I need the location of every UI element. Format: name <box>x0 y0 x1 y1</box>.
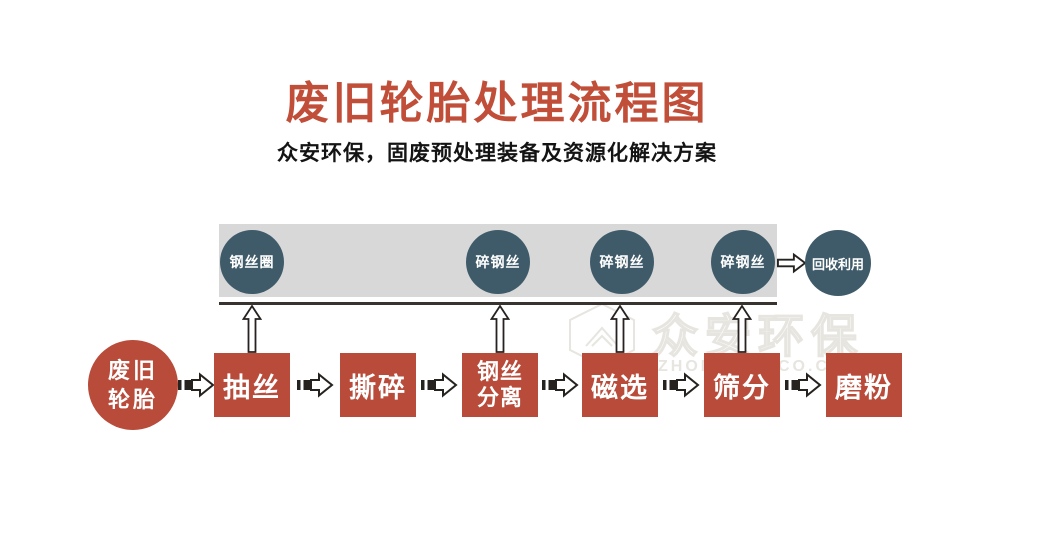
flow-arrow-icon-6 <box>785 372 822 398</box>
band-circle-label: 碎钢丝 <box>720 254 766 270</box>
flow-arrow-icon-3 <box>421 372 458 398</box>
step-label: 抽丝 <box>223 372 281 403</box>
header: 废旧轮胎处理流程图 众安环保，固废预处理装备及资源化解决方案 <box>0 80 994 167</box>
flow-step-wire-drawing-box: 抽丝 <box>214 353 290 417</box>
recycle-circle: 回收利用 <box>805 230 871 296</box>
step-label-line1: 钢丝 <box>476 359 523 384</box>
up-arrow-icon-2 <box>490 305 510 353</box>
flow-arrow-icon-2 <box>297 372 334 398</box>
up-arrow-icon-1 <box>242 305 262 353</box>
flow-step-wire-separation-box: 钢丝 分离 <box>462 353 538 417</box>
source-label-line2: 轮胎 <box>107 387 158 412</box>
source-label-line1: 废旧 <box>107 358 158 383</box>
step-label-line2: 分离 <box>476 385 523 410</box>
flow-arrow-icon-5 <box>663 372 700 398</box>
step-label: 磨粉 <box>835 372 893 403</box>
flow-arrow-icon-1 <box>178 372 215 398</box>
flow-step-screening-box: 筛分 <box>704 353 780 417</box>
page-subtitle: 众安环保，固废预处理装备及资源化解决方案 <box>277 141 717 165</box>
band-circle-label: 碎钢丝 <box>475 254 521 270</box>
flow-step-grinding-box: 磨粉 <box>826 353 902 417</box>
band-circle-label: 钢丝圈 <box>229 254 275 270</box>
band-circle-scrap-wire-1: 碎钢丝 <box>466 230 530 294</box>
up-arrow-icon-3 <box>610 305 630 353</box>
band-circle-scrap-wire-2: 碎钢丝 <box>590 230 654 294</box>
up-arrow-icon-4 <box>732 305 752 353</box>
flow-arrow-icon-4 <box>542 372 579 398</box>
band-circle-steel-wire-ring: 钢丝圈 <box>220 230 284 294</box>
band-circle-scrap-wire-3: 碎钢丝 <box>711 230 775 294</box>
watermark-latin-left: ZHON <box>658 358 716 375</box>
flow-step-magnetic-separation-box: 磁选 <box>582 353 658 417</box>
recycle-arrow-icon <box>777 252 807 274</box>
flow-source-waste-tire-circle: 废旧 轮胎 <box>88 340 178 430</box>
step-label: 筛分 <box>713 372 771 403</box>
watermark-latin-right: CO.C <box>778 358 830 375</box>
band-circle-label: 碎钢丝 <box>599 254 645 270</box>
step-label: 撕碎 <box>349 372 407 403</box>
band-underline <box>219 302 777 305</box>
recycle-label: 回收利用 <box>811 256 864 272</box>
page-title: 废旧轮胎处理流程图 <box>285 79 709 128</box>
step-label: 磁选 <box>591 372 649 403</box>
flow-step-shredding-box: 撕碎 <box>340 353 416 417</box>
